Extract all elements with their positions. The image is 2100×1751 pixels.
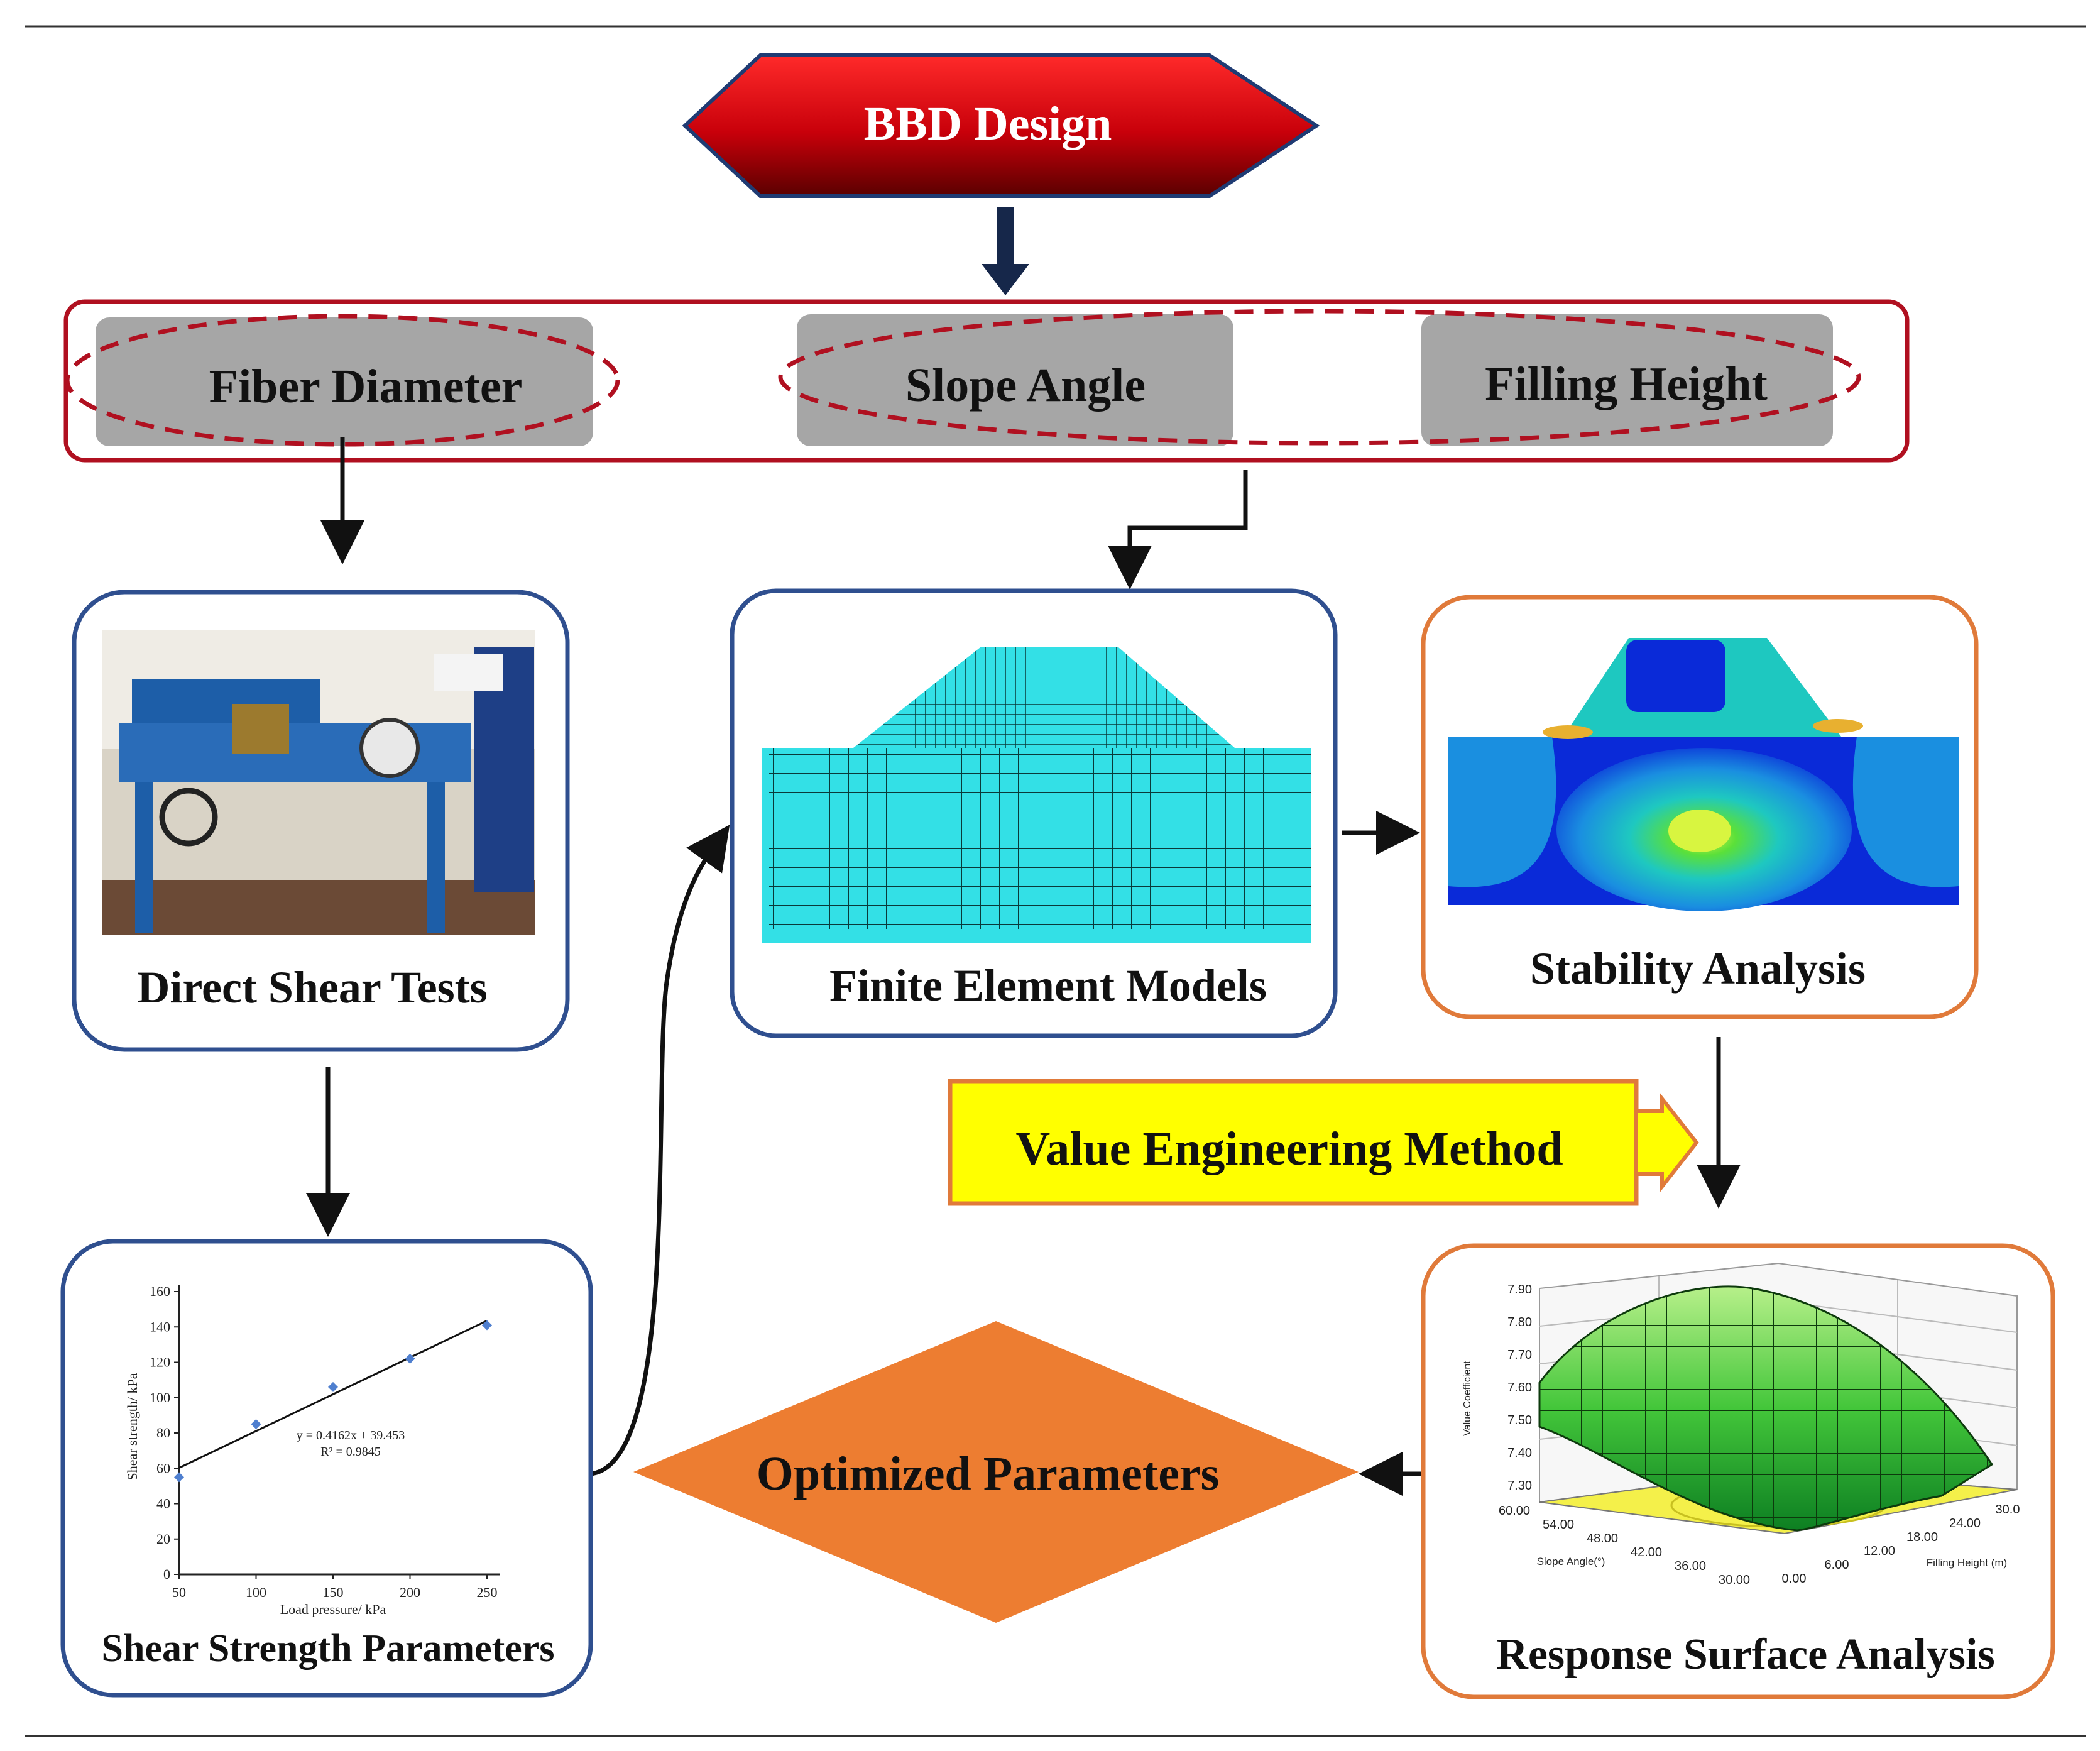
surface-slope-label: Slope Angle(°): [1537, 1556, 1605, 1567]
factor-box-slope: [797, 314, 1233, 446]
surface-z-tick-label: 7.50: [1507, 1413, 1532, 1427]
shear-apparatus-photo: [102, 630, 535, 935]
chart-r2: R² = 0.9845: [320, 1445, 381, 1459]
surface-slope-tick-label: 30.00: [1719, 1573, 1750, 1587]
surface-height-tick-label: 30.0: [1996, 1503, 2020, 1517]
surface-slope-tick-label: 42.00: [1631, 1545, 1662, 1559]
chart-data-point: [405, 1353, 415, 1364]
fem-mesh-image: [762, 647, 1311, 943]
surface-slope-tick-label: 54.00: [1543, 1518, 1574, 1532]
shear-params-panel: y = 0.4162x + 39.453 R² = 0.9845 Load pr…: [60, 1239, 593, 1698]
bbd-design-label: BBD Design: [864, 97, 1112, 150]
chart-data-point: [482, 1320, 492, 1331]
chart-ylabel: Shear strength/ kPa: [124, 1373, 140, 1480]
direct-shear-panel: Direct Shear Tests: [72, 590, 570, 1052]
surface-z-tick-label: 7.90: [1507, 1283, 1532, 1297]
surface-height-tick-label: 0.00: [1782, 1572, 1807, 1586]
surface-z-tick-label: 7.80: [1507, 1315, 1532, 1329]
surface-height-label: Filling Height (m): [1927, 1557, 2007, 1569]
shear-params-label: Shear Strength Parameters: [102, 1627, 555, 1670]
chart-equation: y = 0.4162x + 39.453: [297, 1429, 405, 1442]
chart-x-tick-label: 250: [477, 1584, 498, 1600]
fem-label: Finite Element Models: [829, 960, 1267, 1011]
bbd-design-node: BBD Design: [682, 53, 1320, 198]
stability-contour-image: [1448, 638, 1959, 911]
response-surface-plot: 7.90 7.80 7.70 7.60 7.50 7.40 7.30 Value Coeffi…: [1462, 1262, 2020, 1587]
factor-box-fiber: [96, 317, 593, 446]
surface-z-label: Value Coefficient: [1462, 1361, 1473, 1436]
stability-label: Stability Analysis: [1530, 943, 1866, 994]
chart-y-tick-label: 60: [156, 1460, 170, 1476]
chart-x-tick-label: 150: [323, 1584, 344, 1600]
value-engineering-node: Value Engineering Method: [948, 1079, 1699, 1206]
chart-y-tick-label: 0: [163, 1566, 170, 1582]
surface-z-tick-label: 7.60: [1507, 1381, 1532, 1395]
chart-data-point: [251, 1419, 261, 1429]
surface-height-tick-label: 24.00: [1949, 1517, 1981, 1530]
chart-x-tick-label: 200: [400, 1584, 420, 1600]
surface-z-tick-label: 7.70: [1507, 1348, 1532, 1362]
surface-height-tick-label: 6.00: [1825, 1558, 1849, 1572]
value-engineering-label: Value Engineering Method: [1015, 1123, 1563, 1175]
chart-y-tick-label: 100: [150, 1390, 170, 1405]
chart-data-point: [328, 1381, 338, 1392]
surface-z-tick-label: 7.30: [1507, 1479, 1532, 1493]
factor-box-filling: [1421, 314, 1833, 446]
chart-x-tick-label: 100: [246, 1584, 266, 1600]
surface-slope-tick-label: 60.00: [1499, 1504, 1530, 1518]
bbd-arrow: [982, 207, 1029, 295]
surface-slope-tick-label: 48.00: [1587, 1532, 1618, 1545]
surface-slope-tick-label: 36.00: [1675, 1559, 1706, 1573]
surface-height-tick-label: 18.00: [1906, 1530, 1938, 1544]
chart-y-tick-label: 40: [156, 1496, 170, 1512]
chart-data-point: [174, 1472, 184, 1483]
chart-y-tick-label: 80: [156, 1425, 170, 1441]
chart-xlabel: Load pressure/ kPa: [280, 1601, 386, 1617]
shear-strength-chart: y = 0.4162x + 39.453 R² = 0.9845 Load pr…: [124, 1283, 500, 1617]
response-surface-panel: 7.90 7.80 7.70 7.60 7.50 7.40 7.30 Value Coeffi…: [1421, 1243, 2055, 1699]
fiber-dashed-ellipse: [65, 314, 620, 447]
factor-slope-angle: Slope Angle: [905, 359, 1146, 412]
chart-y-tick-label: 140: [150, 1319, 170, 1334]
connector-arrows: [306, 437, 1741, 1496]
factor-fiber-diameter: Fiber Diameter: [209, 360, 523, 413]
factor-filling-height: Filling Height: [1485, 358, 1768, 410]
slope-filling-dashed-ellipse: [778, 309, 1861, 446]
direct-shear-label: Direct Shear Tests: [137, 962, 487, 1013]
chart-y-tick-label: 160: [150, 1283, 170, 1299]
chart-x-tick-label: 50: [172, 1584, 186, 1600]
chart-fit-line: [178, 1320, 488, 1469]
chart-y-tick-label: 20: [156, 1531, 170, 1547]
optimized-label: Optimized Parameters: [757, 1447, 1220, 1500]
optimized-parameters-node: Optimized Parameters: [633, 1321, 1359, 1623]
surface-z-tick-label: 7.40: [1507, 1446, 1532, 1460]
response-surface-label: Response Surface Analysis: [1496, 1630, 1994, 1679]
stability-panel: Stability Analysis: [1421, 595, 1979, 1019]
chart-y-tick-label: 120: [150, 1354, 170, 1370]
fem-panel: Finite Element Models: [730, 588, 1338, 1038]
surface-height-tick-label: 12.00: [1864, 1544, 1895, 1558]
